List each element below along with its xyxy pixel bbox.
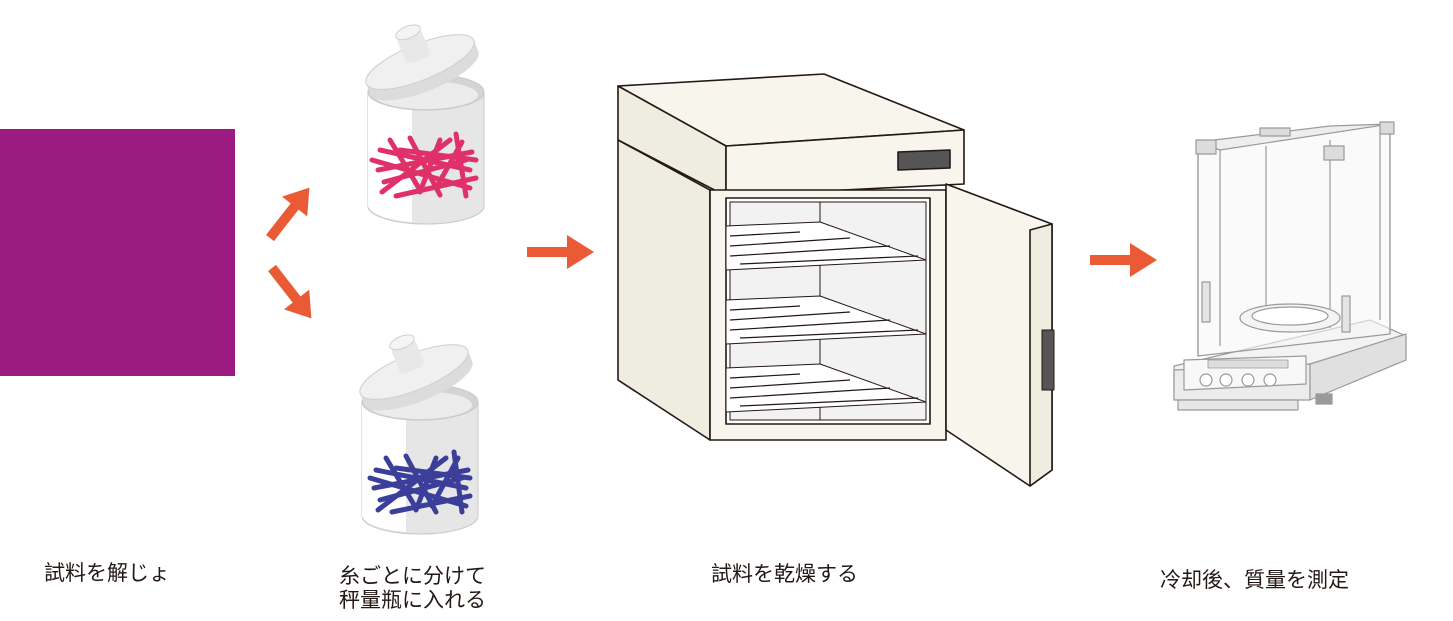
arrow-to-balance-icon [1090, 243, 1157, 277]
weighing-bottle-bottom [359, 334, 479, 535]
arrow-to-oven-icon [527, 235, 594, 269]
split-arrow-down-icon [268, 264, 312, 319]
step-2-caption-line-2: 秤量瓶に入れる [339, 588, 486, 612]
weighing-bottle-top [365, 24, 485, 225]
analytical-balance [1173, 121, 1407, 411]
step-2-caption-line-1: 糸ごとに分けて [339, 564, 486, 588]
step-1-caption: 試料を解じょ [44, 561, 170, 585]
drying-oven [617, 73, 1055, 487]
step-3-caption: 試料を乾燥する [711, 562, 858, 586]
step-4-caption: 冷却後、質量を測定 [1160, 568, 1349, 592]
fabric-swatch [0, 129, 235, 376]
split-arrow-up-icon [266, 187, 310, 242]
